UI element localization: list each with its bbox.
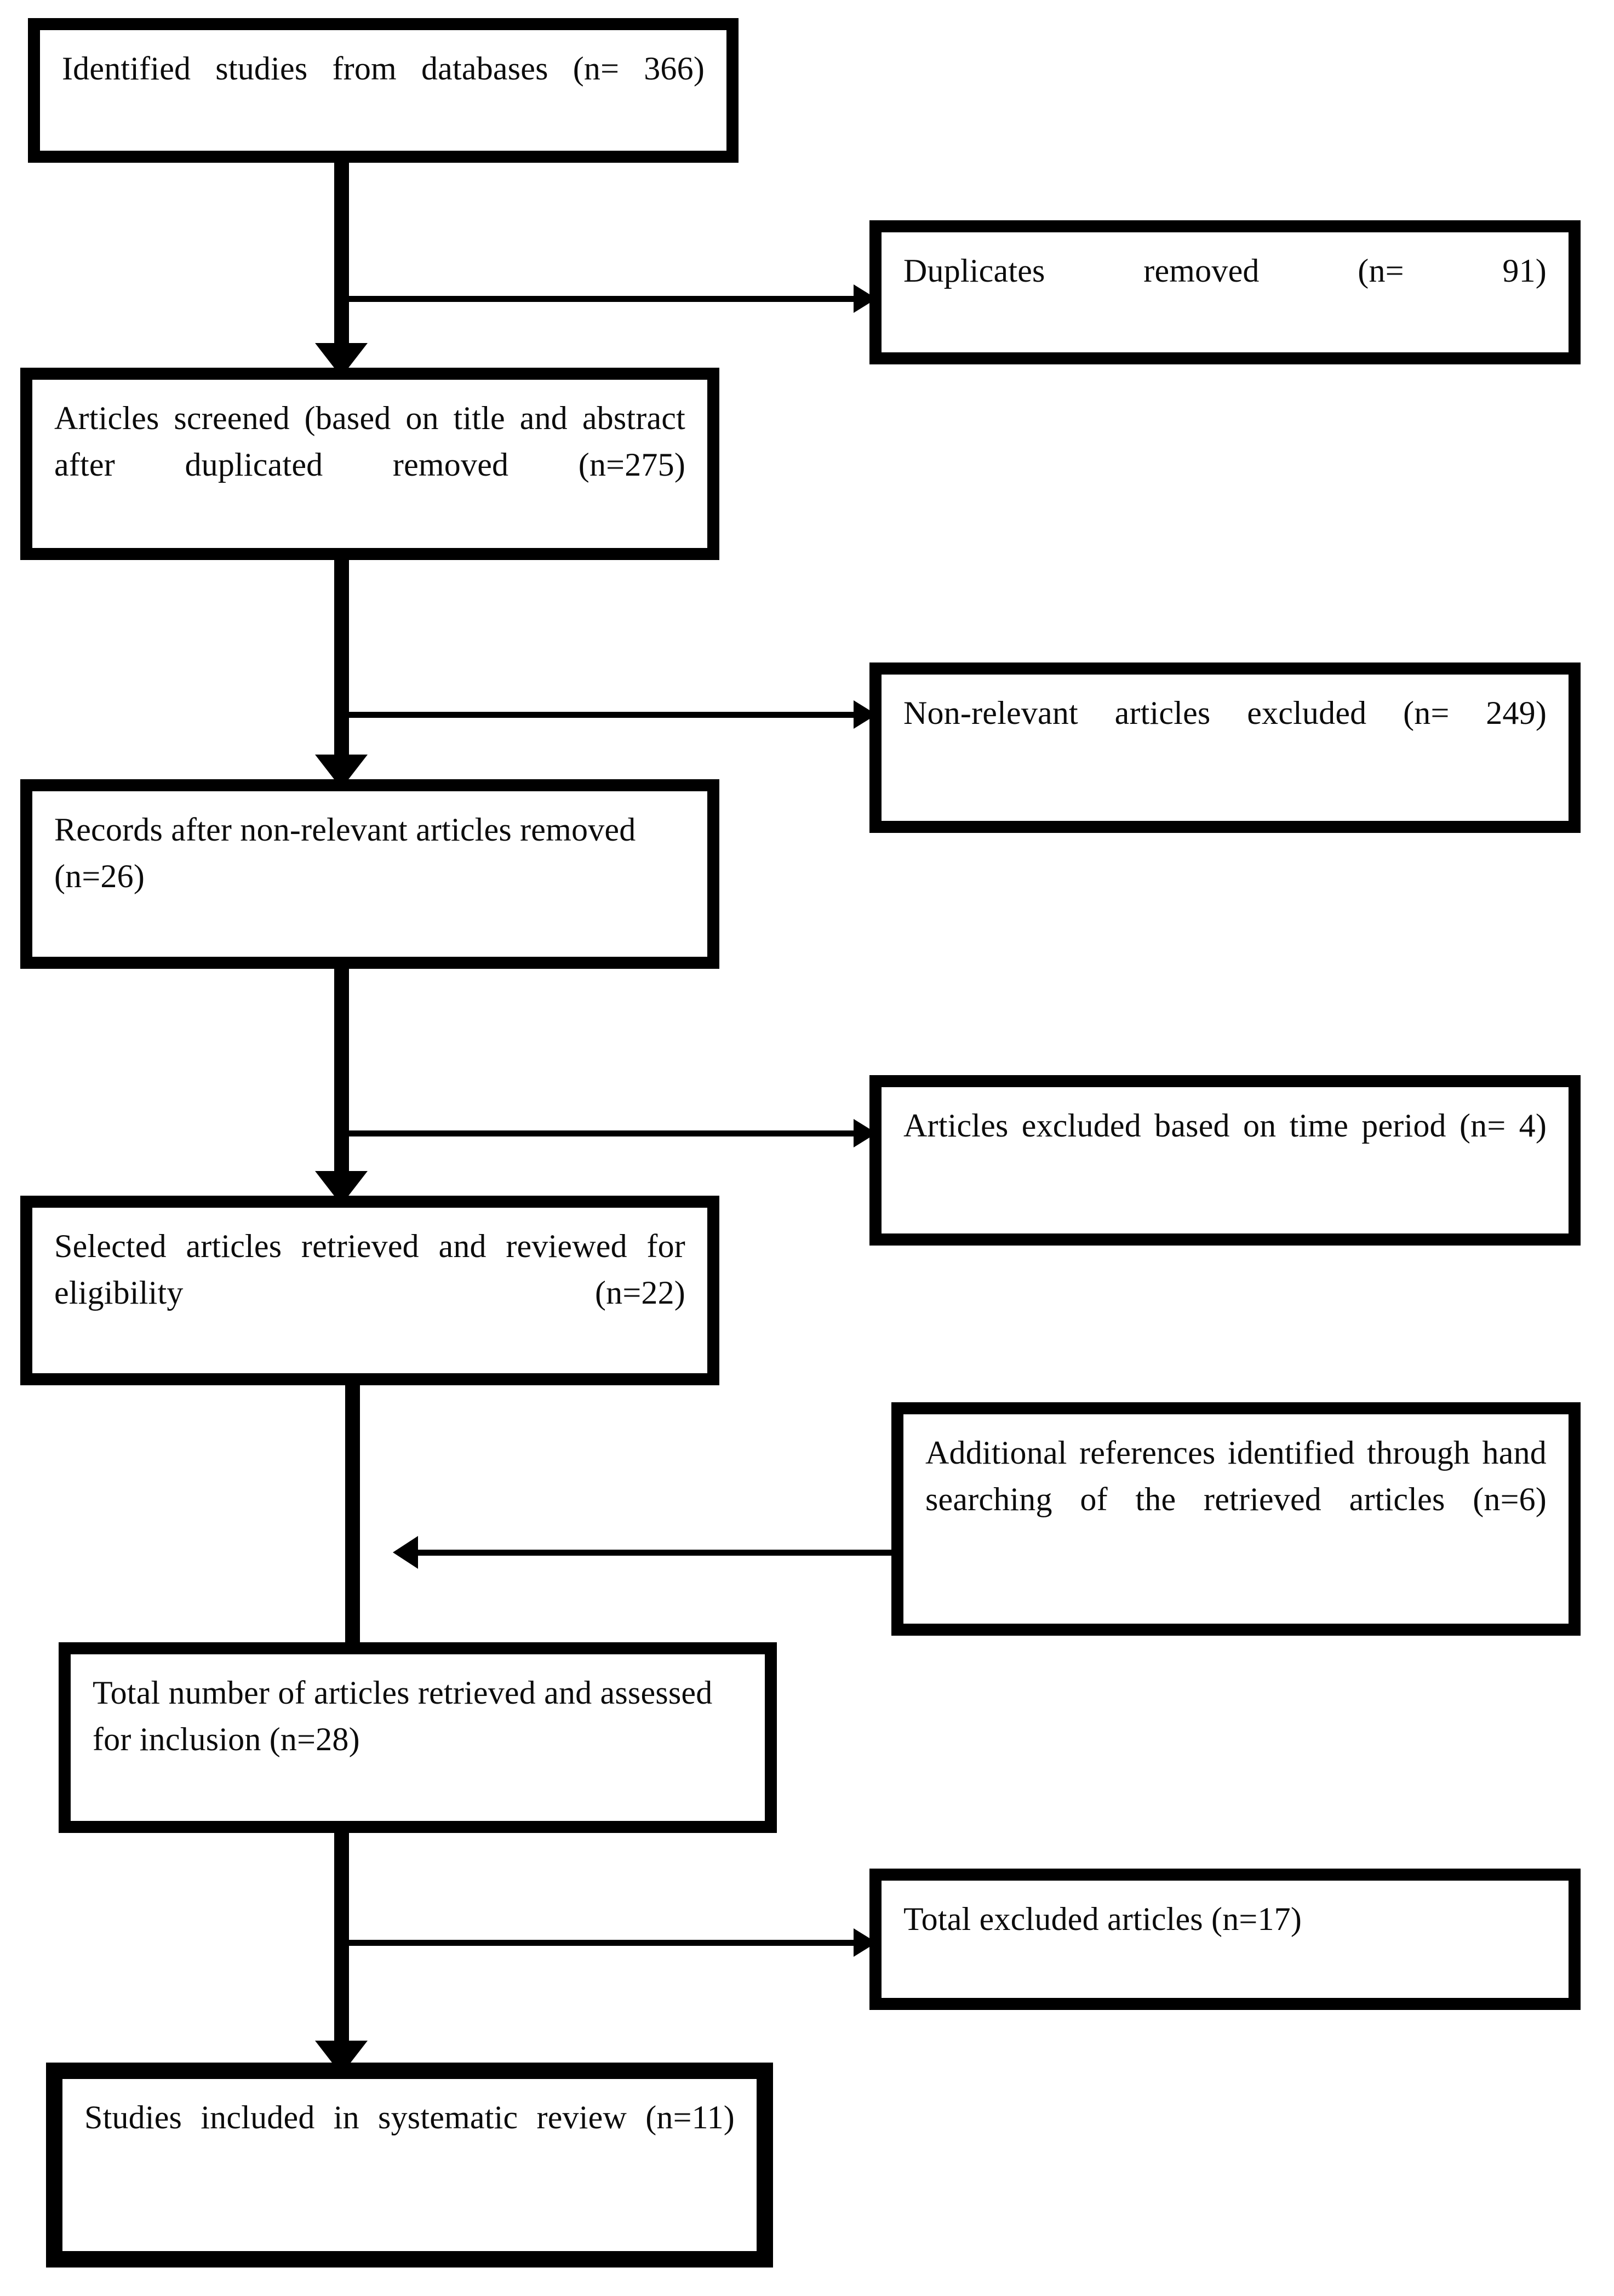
node-studies-included-label: Studies included in systematic review (n… (84, 2099, 735, 2135)
node-selected-eligibility: Selected articles retrieved and reviewed… (20, 1196, 719, 1385)
node-total-excluded-label: Total excluded articles (n=17) (903, 1901, 1302, 1937)
node-additional-references: Additional references identified through… (891, 1402, 1581, 1636)
node-identified-studies-label: Identified studies from databases (n= 36… (62, 50, 705, 87)
connector-to-time-period-excluded (349, 1130, 854, 1136)
node-records-after-non-relevant-label: Records after non-relevant articles remo… (54, 812, 636, 895)
node-selected-eligibility-label: Selected articles retrieved and reviewed… (54, 1228, 685, 1311)
connector-screened-to-records (334, 553, 349, 760)
connector-to-total-excluded (349, 1940, 854, 1946)
connector-to-duplicates-removed (349, 296, 854, 302)
node-articles-screened-label: Articles screened (based on title and ab… (54, 400, 685, 483)
arrowhead-to-total-excluded (854, 1928, 877, 1957)
connector-selected-to-total-retrieved (345, 1378, 360, 1674)
arrowhead-to-non-relevant-excluded (854, 700, 877, 729)
node-duplicates-removed-label: Duplicates removed (n= 91) (903, 253, 1547, 289)
arrowhead-to-time-period-excluded (854, 1119, 877, 1147)
connector-to-non-relevant-excluded (349, 712, 854, 718)
arrowhead-to-duplicates-removed (854, 284, 877, 313)
node-total-retrieved: Total number of articles retrieved and a… (59, 1642, 777, 1833)
arrowhead-records-to-selected (315, 1171, 368, 1205)
node-total-retrieved-label: Total number of articles retrieved and a… (93, 1675, 713, 1758)
connector-total-retrieved-to-included (334, 1826, 349, 2046)
node-total-excluded: Total excluded articles (n=17) (869, 1869, 1581, 2010)
node-records-after-non-relevant: Records after non-relevant articles remo… (20, 779, 719, 969)
arrowhead-identified-to-screened (315, 343, 368, 377)
node-excluded-time-period: Articles excluded based on time period (… (869, 1075, 1581, 1246)
node-non-relevant-excluded: Non-relevant articles excluded (n= 249) (869, 662, 1581, 833)
node-non-relevant-excluded-label: Non-relevant articles excluded (n= 249) (903, 695, 1547, 731)
node-identified-studies: Identified studies from databases (n= 36… (28, 18, 739, 163)
connector-records-to-selected (334, 962, 349, 1176)
arrowhead-additional-references-to-spine (393, 1536, 418, 1569)
node-articles-screened: Articles screened (based on title and ab… (20, 368, 719, 560)
arrowhead-screened-to-records (315, 755, 368, 789)
node-additional-references-label: Additional references identified through… (925, 1435, 1547, 1518)
connector-additional-references-to-spine (418, 1550, 900, 1556)
node-duplicates-removed: Duplicates removed (n= 91) (869, 220, 1581, 364)
arrowhead-total-retrieved-to-included (315, 2041, 368, 2075)
node-excluded-time-period-label: Articles excluded based on time period (… (903, 1107, 1547, 1144)
connector-identified-to-screened (334, 156, 349, 349)
node-studies-included: Studies included in systematic review (n… (46, 2063, 773, 2268)
